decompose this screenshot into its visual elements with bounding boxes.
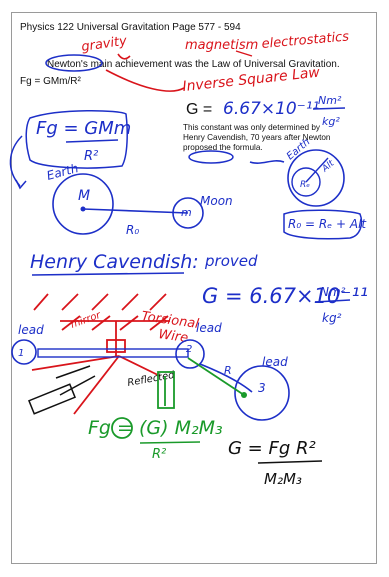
hw-r0: R₀ [126,223,139,237]
hw-lead2: lead [196,321,222,335]
hw-g-value: 6.67×10⁻¹¹ [223,99,319,119]
hw-re: Rₑ [300,180,310,190]
hw-n1: 1 [18,348,24,359]
newton-statement: Newton's main achievement was the Law of… [47,59,340,70]
hw-r2-green: R² [152,447,166,462]
hw-m-small: m [181,206,192,219]
hw-alt: Alt [320,159,337,175]
hw-g-units-num: Nm² [318,94,342,107]
hw-g-solve-den: M₂M₃ [264,470,302,488]
hw-moon: Moon [200,194,233,208]
hw-n3: 3 [258,381,266,395]
hw-magnetism: magnetism [185,38,258,53]
hw-g-units-den: kg² [322,115,340,128]
hw-gravity: gravity [80,34,128,55]
hw-mirror: mirror [69,310,103,331]
hw-henry: Henry Cavendish: [30,251,199,273]
cavendish-note: This constant was only determined by Hen… [183,123,331,152]
hw-fg-formula: Fg = GMm [36,118,131,139]
gravity-formula: Fg = GMm/R² [20,76,81,87]
hw-n2: 2 [186,344,192,355]
hw-nm2: Nm² [320,285,346,299]
page-header: Physics 122 Universal Gravitation Page 5… [20,22,241,33]
hw-fg-green: Fg = (G) M₂M₃ [88,417,223,439]
hw-earth: Earth [45,161,80,183]
hw-wire: Wire [157,327,189,346]
hw-r0-eq: R₀ = Rₑ + Alt [288,217,367,231]
hw-g-solve: G = Fg R² [228,438,316,459]
hw-inverse-square: Inverse Square Law [182,65,321,95]
hw-electrostatics: electrostatics [261,29,350,52]
hw-lead1: lead [18,323,44,337]
hw-r: R [224,364,232,377]
hw-m-big: M [78,188,90,204]
hw-proved: proved [204,252,258,270]
hw-lead3: lead [262,355,288,369]
hw-kg2: kg² [322,311,342,325]
hw-fg-den: R² [84,149,98,164]
page-frame [11,12,377,564]
hw-g-value2: G = 6.67×10⁻¹¹ [202,284,368,308]
hw-earth2: Earth [285,137,313,163]
g-constant-label: G = [186,101,213,118]
